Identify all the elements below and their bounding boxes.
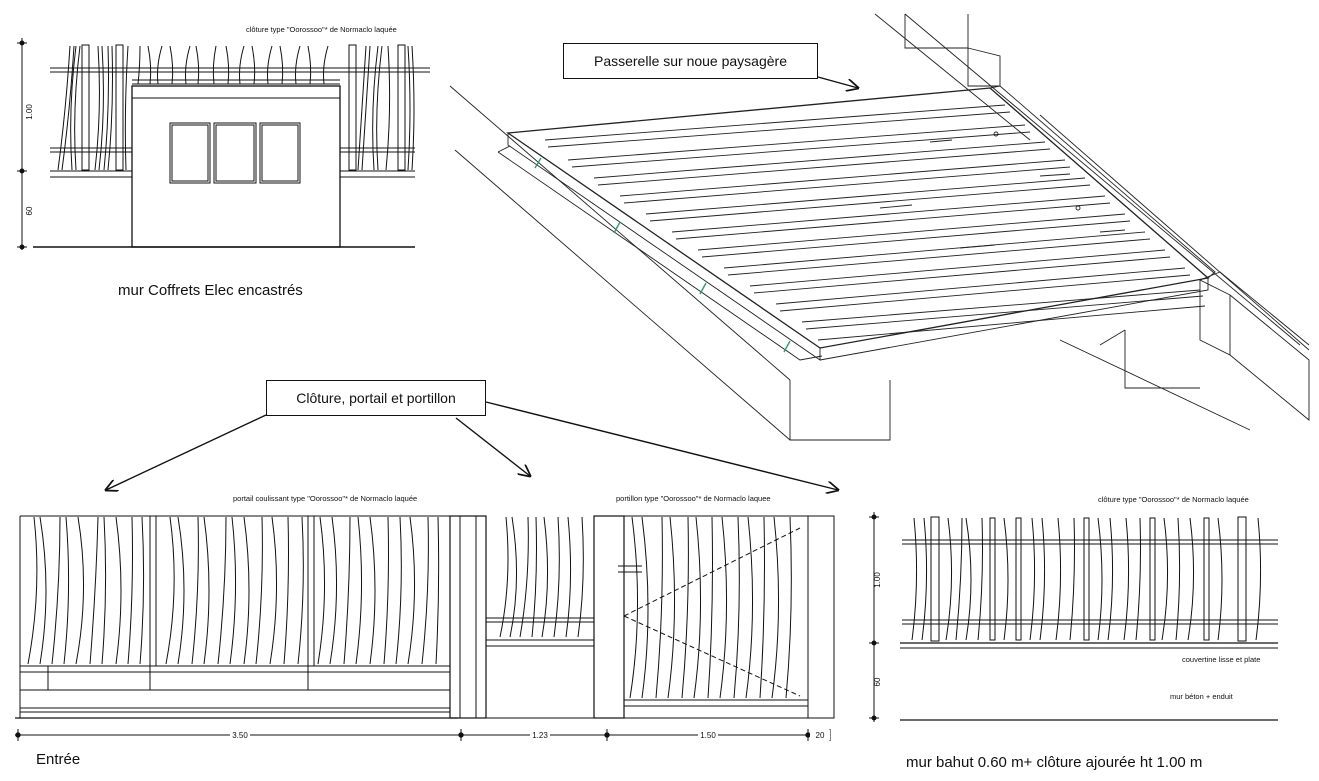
wall-material-label: mur béton + enduit (1170, 692, 1234, 701)
wicket-spec: portillon type "Oorossoo"* de Normaclo l… (616, 494, 771, 503)
low-wall-dim-upper: 1.00 (873, 572, 882, 588)
low-wall-elevation (869, 512, 1278, 722)
elec-wall-elevation (17, 38, 430, 250)
elec-wall-dim-upper: 1.00 (25, 104, 34, 120)
dimension-label: 1.23 (532, 731, 548, 740)
dimension-label-bg (810, 730, 830, 740)
dimension-label-bg (530, 730, 550, 740)
gate-spec: portail coulissant type "Oorossoo"* de N… (233, 494, 417, 503)
passerelle-arrow (817, 76, 858, 88)
elec-wall-title: mur Coffrets Elec encastrés (118, 282, 303, 299)
low-wall-dim-lower: 60 (873, 677, 882, 686)
coping-label: couvertine lisse et plate (1182, 655, 1260, 664)
cloture-callout: Clôture, portail et portillon (266, 380, 486, 416)
entrance-elevation (15, 515, 835, 741)
passerelle-callout: Passerelle sur noue paysagère (563, 43, 818, 79)
dimension-label: 3.50 (232, 731, 248, 740)
low-wall-title: mur bahut 0.60 m+ clôture ajourée ht 1.0… (906, 754, 1202, 771)
cloture-callout-text: Clôture, portail et portillon (296, 390, 456, 406)
passerelle-callout-text: Passerelle sur noue paysagère (593, 53, 787, 69)
cloture-arrow-right (485, 401, 838, 490)
footbridge-perspective (449, 13, 1310, 441)
dimension-label-bg (230, 730, 250, 740)
dimension-label-bg (698, 730, 718, 740)
elec-wall-dim-lower: 60 (25, 206, 34, 215)
cloture-arrow-middle (455, 417, 530, 476)
cloture-arrow-left (106, 414, 267, 490)
entrance-dimension-labels: 3.50 1.23 1.50 20 (230, 730, 830, 740)
low-wall-spec: clôture type "Oorossoo"* de Normaclo laq… (1098, 495, 1249, 504)
entrance-title: Entrée (36, 751, 80, 768)
dimension-label: 1.50 (700, 731, 716, 740)
dimension-label: 20 (816, 731, 825, 740)
elec-wall-spec: clôture type "Oorossoo"* de Normaclo laq… (246, 25, 397, 34)
